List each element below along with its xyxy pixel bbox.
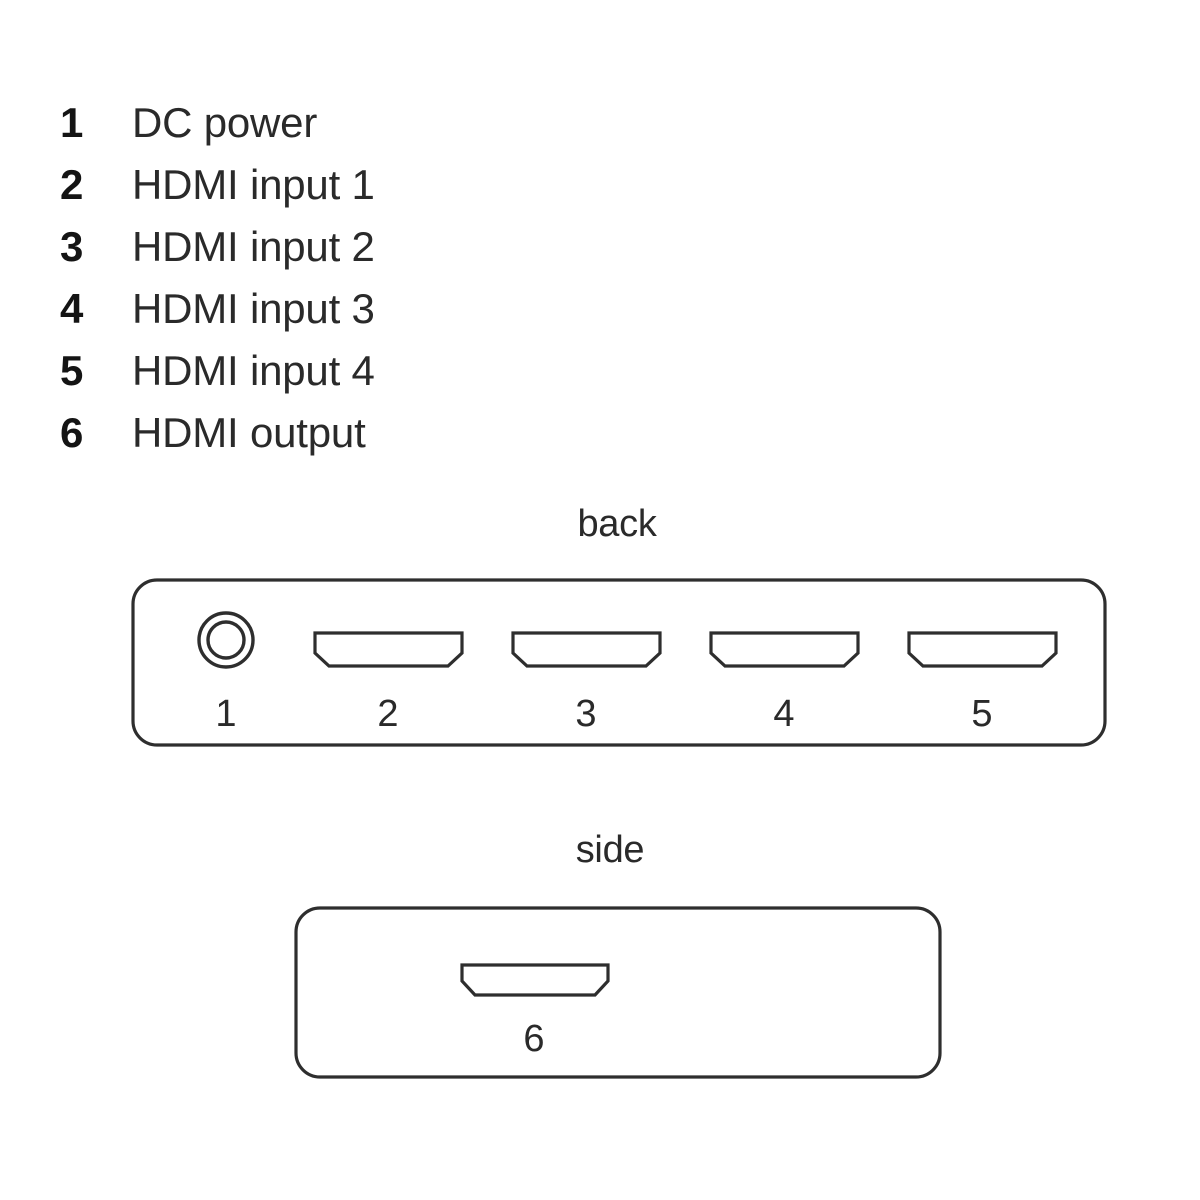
legend-item-3: 3 HDMI input 2 [60,216,620,278]
legend-item-6: 6 HDMI output [60,402,620,464]
legend-item-1: 1 DC power [60,92,620,154]
legend-item-5: 5 HDMI input 4 [60,340,620,402]
legend-number: 3 [60,223,83,270]
legend-number: 5 [60,347,83,394]
port-number-2: 2 [377,693,399,735]
port-number-6: 6 [523,1018,545,1060]
hdmi-port-icon-2 [313,631,464,668]
side-view-caption: side [575,829,645,871]
legend-number: 2 [60,161,83,208]
port-number-1: 1 [215,693,237,735]
port-number-4: 4 [773,693,795,735]
legend-item-2: 2 HDMI input 1 [60,154,620,216]
hdmi-port-icon-4 [709,631,860,668]
back-view-caption: back [577,503,657,545]
hdmi-port-icon-6 [460,963,610,997]
port-number-3: 3 [575,693,597,735]
hdmi-port-icon-5 [907,631,1058,668]
legend-number: 4 [60,285,83,332]
legend-list: 1 DC power 2 HDMI input 1 3 HDMI input 2… [60,92,620,464]
port-number-5: 5 [971,693,993,735]
legend-label: HDMI input 4 [132,347,375,394]
legend-label: HDMI output [132,409,366,456]
back-panel-outline [131,578,1107,747]
legend-label: HDMI input 3 [132,285,375,332]
legend-label: HDMI input 1 [132,161,375,208]
dc-power-jack-outer-ring [197,611,255,669]
legend-number: 6 [60,409,83,456]
legend-item-4: 4 HDMI input 3 [60,278,620,340]
legend-label: DC power [132,99,318,146]
hdmi-port-icon-3 [511,631,662,668]
legend-label: HDMI input 2 [132,223,375,270]
legend-number: 1 [60,99,83,146]
side-panel-outline [294,906,942,1079]
dc-power-jack-inner-ring [206,620,246,660]
